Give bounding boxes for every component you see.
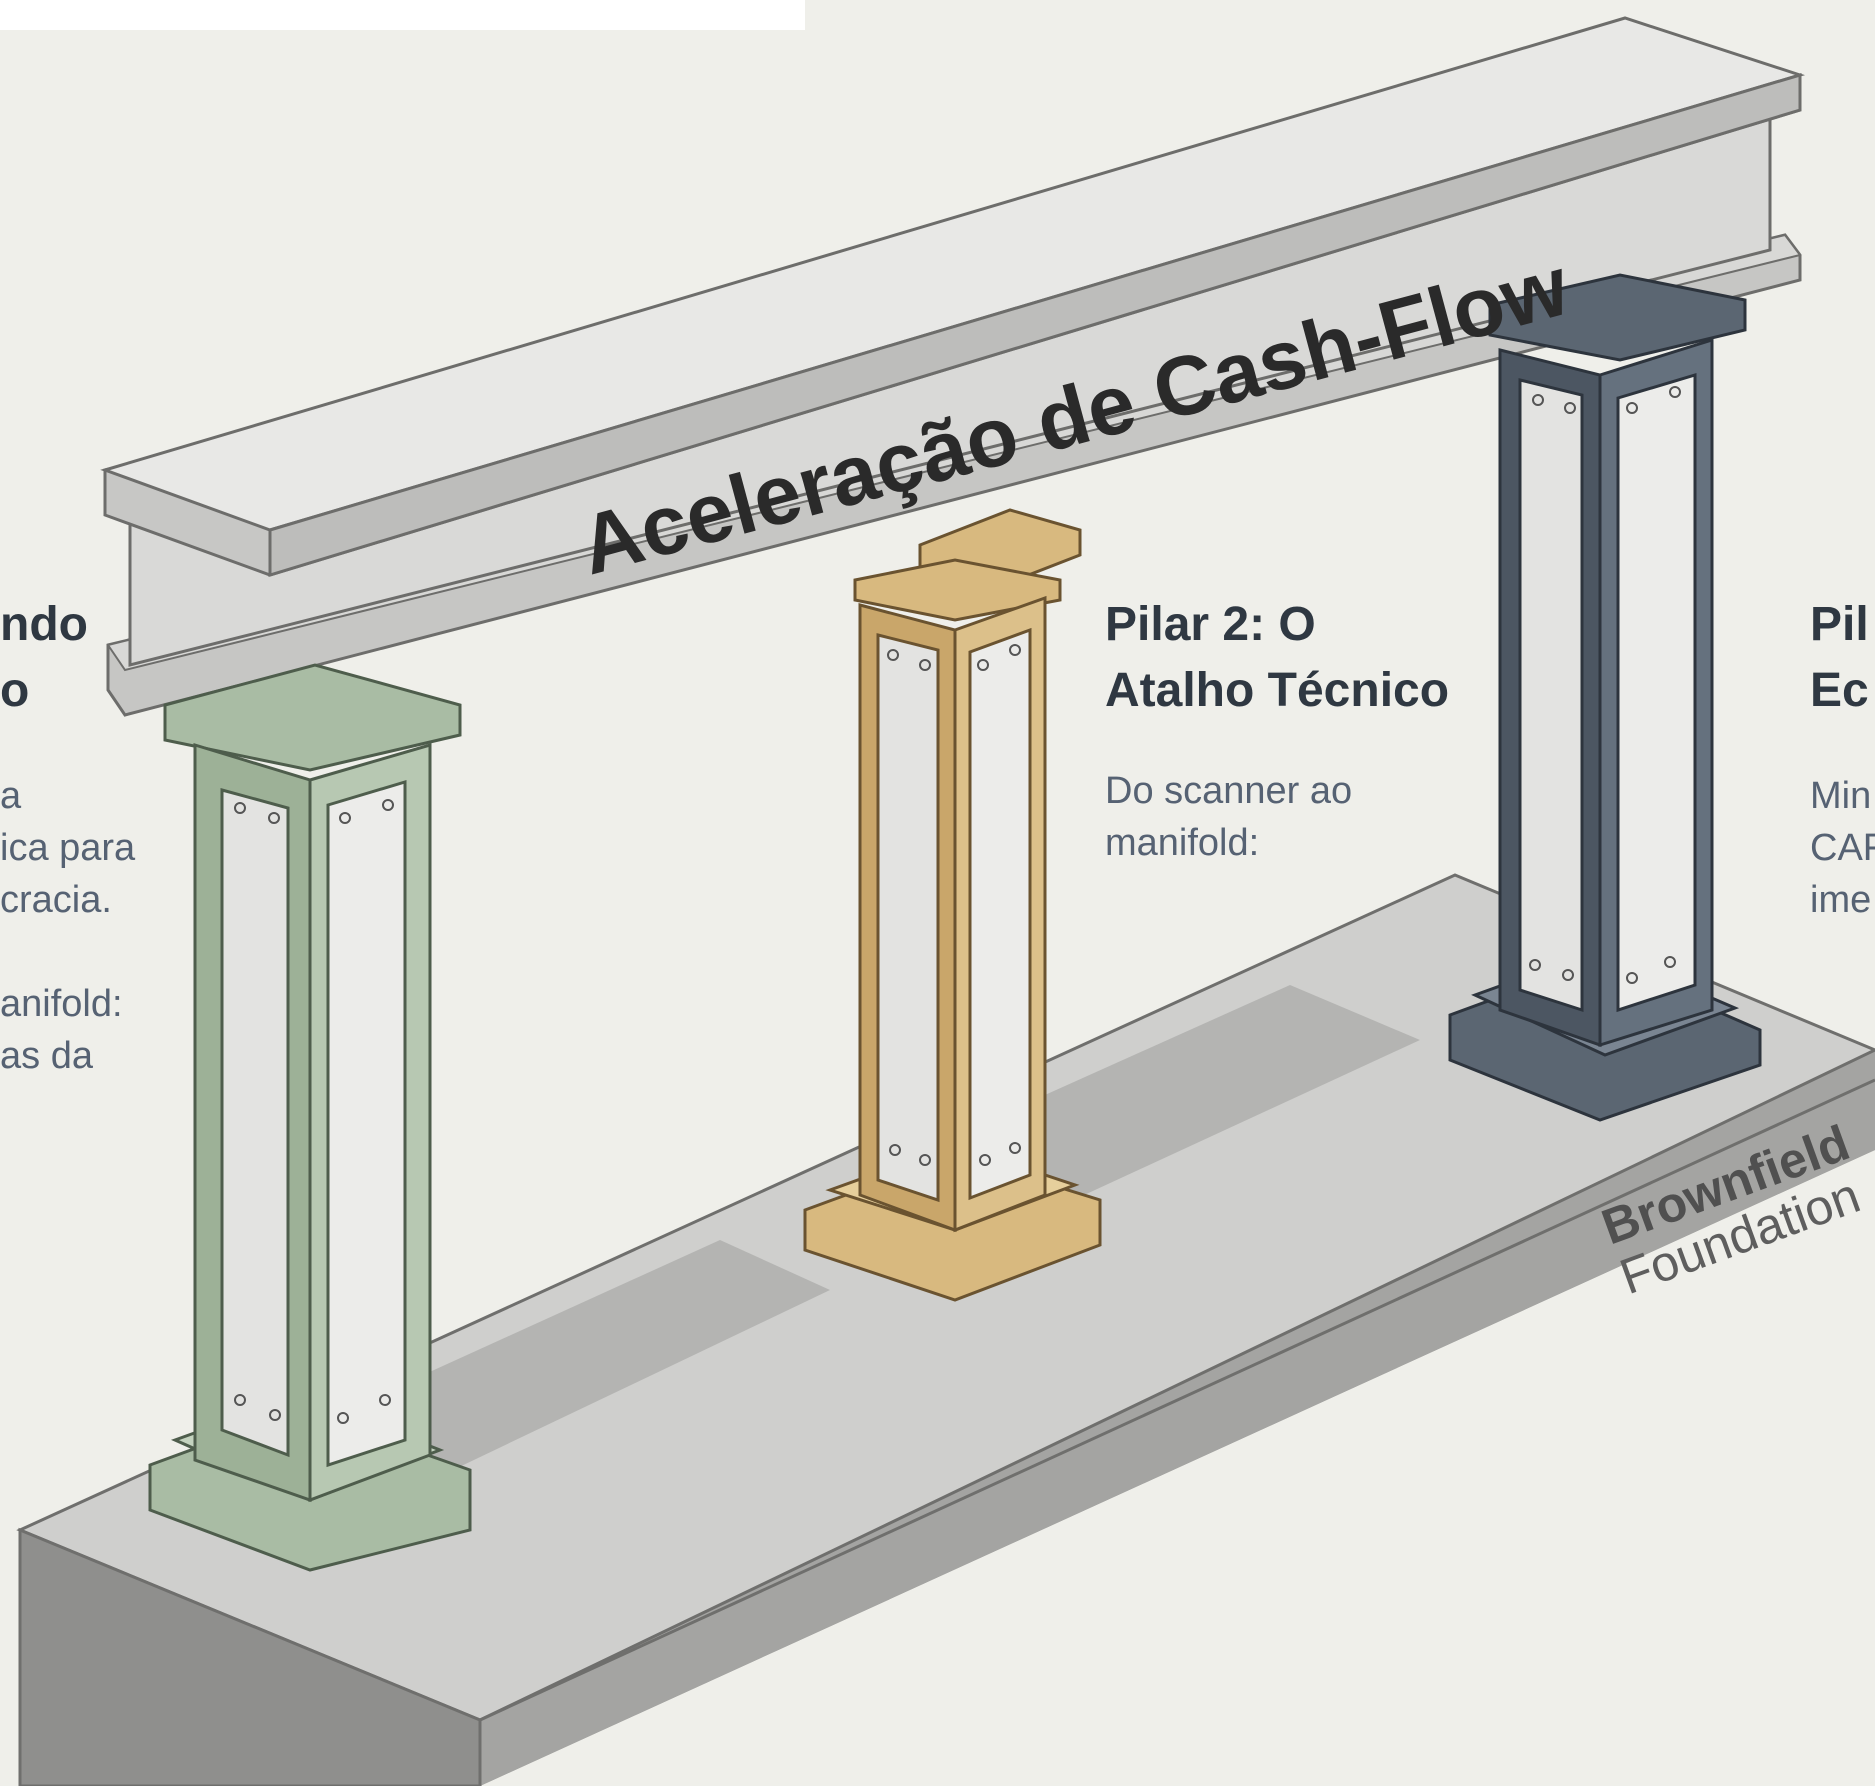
pillar-1-body: a ica para cracia. anifold: as da	[0, 770, 135, 1082]
pillar-1-title-line2: o	[0, 664, 30, 717]
pillar-2-title-line1: Pilar 2: O	[1105, 598, 1316, 651]
pillar-3-body-line: Min	[1810, 775, 1872, 817]
beam	[100, 16, 1806, 717]
pillar-3-title-line2: Ec	[1810, 664, 1869, 717]
pillar-1-body-line: cracia.	[0, 879, 112, 921]
pillar-3-body: Min CAF ime	[1810, 770, 1875, 926]
pillar-3-body-line: ime	[1810, 879, 1872, 921]
pillar-3-title-line1: Pil	[1810, 598, 1869, 651]
top-header-strip	[0, 0, 805, 30]
pillar-1-body-line: a	[0, 775, 22, 817]
pillar-1-body-line: ica para	[0, 827, 136, 869]
pillar-1-body-line	[0, 926, 135, 978]
pillar-3	[1448, 273, 1762, 1122]
pillar-1-body-line: as da	[0, 1035, 93, 1077]
pillar-1-title-line1: ndo	[0, 598, 88, 651]
pillar-2-body: Do scanner ao manifold:	[1105, 765, 1352, 869]
pillar-1-body-line: anifold:	[0, 983, 123, 1025]
pillar-1	[148, 663, 472, 1572]
pillar-2-body-line: Do scanner ao	[1105, 770, 1353, 812]
pillar-2-body-line: manifold:	[1105, 822, 1260, 864]
pillar-2	[803, 508, 1102, 1302]
pillar-3-body-line: CAF	[1810, 827, 1875, 869]
pillar-2-title-line2: Atalho Técnico	[1105, 664, 1450, 717]
